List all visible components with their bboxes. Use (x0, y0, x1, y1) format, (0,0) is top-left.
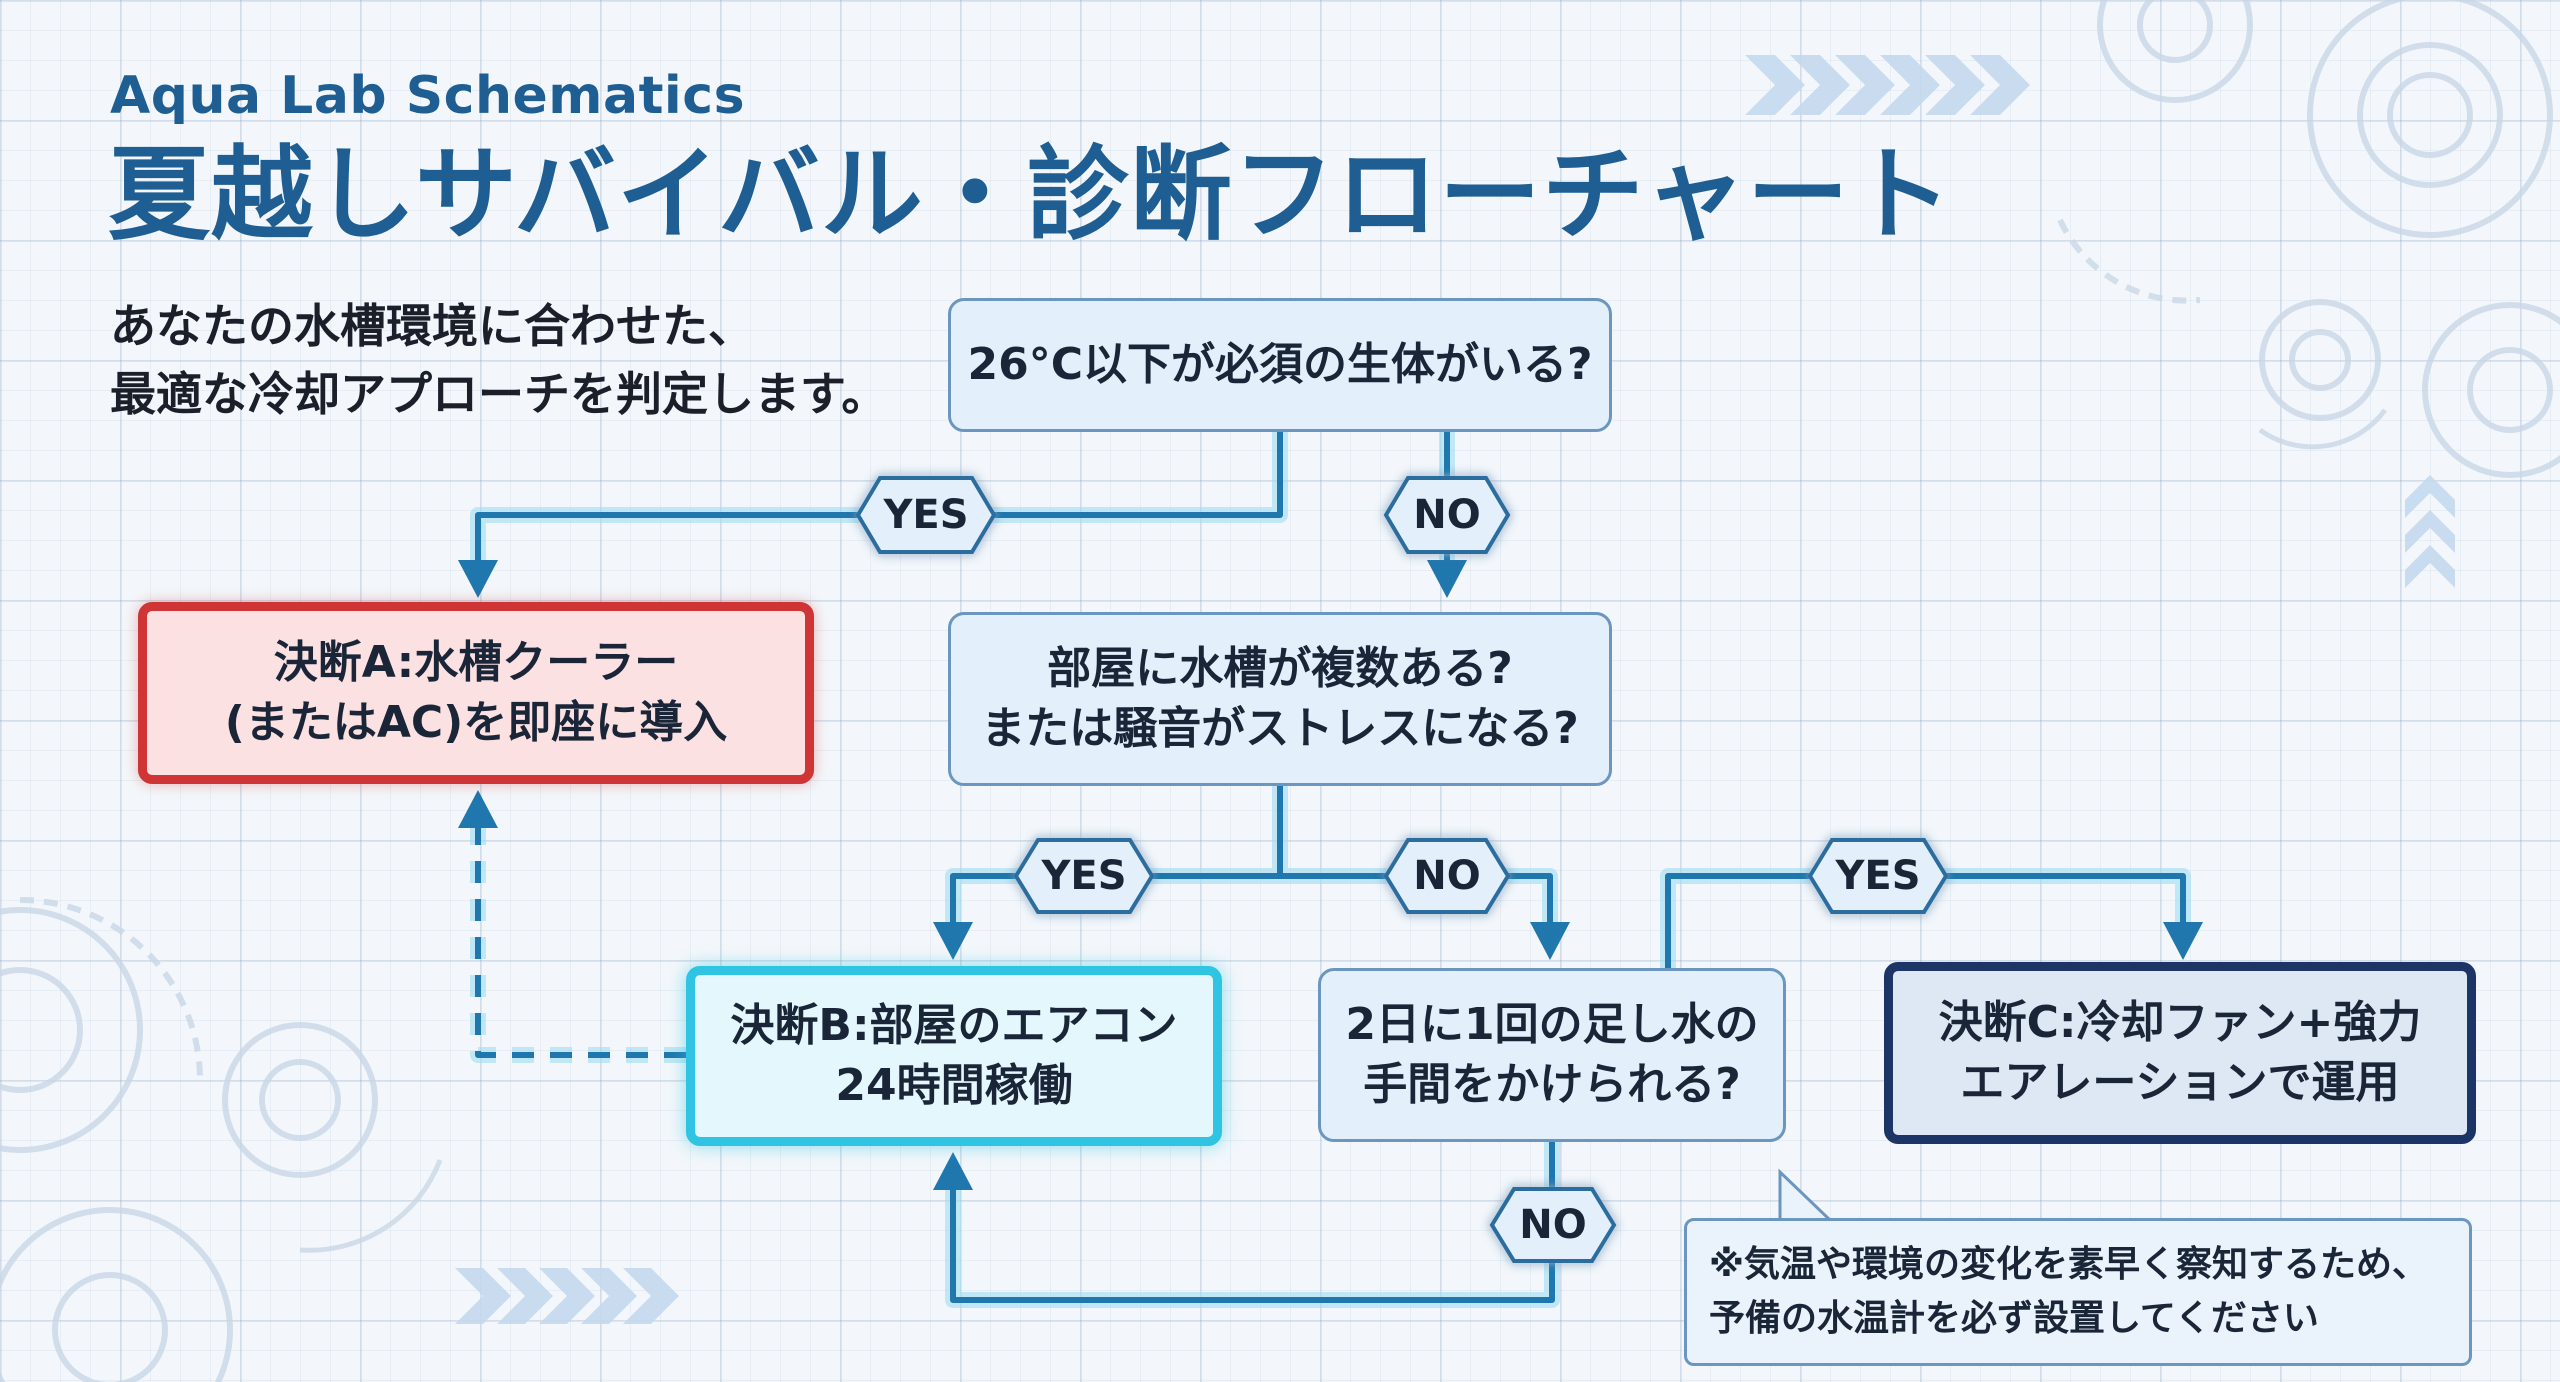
question-text-line: 2日に1回の足し水の (1345, 999, 1759, 1050)
arrow-down-icon (1427, 560, 1467, 598)
connector-q2-no (1280, 873, 1553, 935)
no-label: NO (1413, 492, 1481, 538)
arrow-down-icon (2163, 922, 2203, 960)
yes-label: YES (883, 492, 969, 538)
no-badge-shape (1489, 1187, 1617, 1263)
gear-icon (2097, 0, 2253, 103)
question-text: 26°C以下が必須の生体がいる? (967, 339, 1593, 390)
decision-node-c: 決断C:冷却ファン+強力 エアレーションで運用 (1884, 962, 2476, 1144)
decision-text-line: 決断C:冷却ファン+強力 (1938, 997, 2422, 1048)
gear-icon (222, 1022, 378, 1178)
chevron-up-icon (2405, 475, 2455, 588)
decision-text-line: (またはAC)を即座に導入 (224, 697, 728, 748)
callout-tail (1778, 1168, 1834, 1222)
intro-line: あなたの水槽環境に合わせた、 (110, 299, 754, 353)
page-title: 夏越しサバイバル・診断フローチャート (108, 136, 1953, 255)
yes-label: YES (1835, 853, 1921, 899)
decision-text-line: 決断B:部屋のエアコン (730, 1000, 1178, 1051)
gear-icon (2422, 302, 2560, 478)
question-text-line: または騒音がストレスになる? (981, 703, 1579, 754)
decision-text-line: 決断A:水槽クーラー (273, 637, 679, 688)
note-callout: ※気温や環境の変化を素早く察知するため、 予備の水温計を必ず設置してください (1684, 1218, 2472, 1366)
decision-text-line: エアレーションで運用 (1960, 1057, 2400, 1108)
note-line: 予備の水温計を必ず設置してください (1709, 1298, 2319, 1339)
yes-label: YES (1041, 853, 1127, 899)
no-label: NO (1413, 853, 1481, 899)
arrow-up-icon (933, 1152, 973, 1190)
connector-q3-no (950, 1142, 1555, 1303)
chevron-icon (1745, 55, 2030, 115)
gear-icon (0, 907, 143, 1153)
intro-line: 最適な冷却アプローチを判定します。 (110, 367, 888, 421)
chevron-icon (455, 1268, 679, 1324)
connector-b-to-a-dashed (475, 820, 686, 1058)
decision-node-a: 決断A:水槽クーラー (またはAC)を即座に導入 (138, 602, 814, 784)
question-node-cold-species: 26°C以下が必須の生体がいる? (948, 298, 1612, 432)
yes-badge-shape (1807, 838, 1949, 914)
gear-icon (0, 1207, 233, 1382)
arrow-down-icon (458, 560, 498, 598)
no-badge-shape (1383, 838, 1511, 914)
no-badge-shape (1383, 476, 1511, 554)
gear-icon (2307, 0, 2553, 238)
arrow-down-icon (933, 922, 973, 960)
decision-node-b: 決断B:部屋のエアコン 24時間稼働 (686, 966, 1222, 1146)
decision-text-line: 24時間稼働 (835, 1060, 1073, 1111)
brand-name: Aqua Lab Schematics (110, 66, 746, 126)
arrow-down-icon (1530, 922, 1570, 960)
yes-badge-shape (855, 476, 997, 554)
arrow-up-icon (458, 790, 498, 828)
question-text-line: 部屋に水槽が複数ある? (1047, 643, 1513, 694)
gear-icon (2258, 299, 2388, 450)
no-label: NO (1519, 1202, 1587, 1248)
dashed-arc (2057, 218, 2201, 304)
dashed-arc (19, 897, 203, 1081)
note-line: ※気温や環境の変化を素早く察知するため、 (1709, 1244, 2428, 1285)
yes-badge-shape (1013, 838, 1155, 914)
question-text-line: 手間をかけられる? (1363, 1059, 1741, 1110)
question-node-multiple-tanks: 部屋に水槽が複数ある? または騒音がストレスになる? (948, 612, 1612, 786)
question-node-water-top-up: 2日に1回の足し水の 手間をかけられる? (1318, 968, 1786, 1142)
intro-text: あなたの水槽環境に合わせた、 最適な冷却アプローチを判定します。 (110, 292, 887, 428)
